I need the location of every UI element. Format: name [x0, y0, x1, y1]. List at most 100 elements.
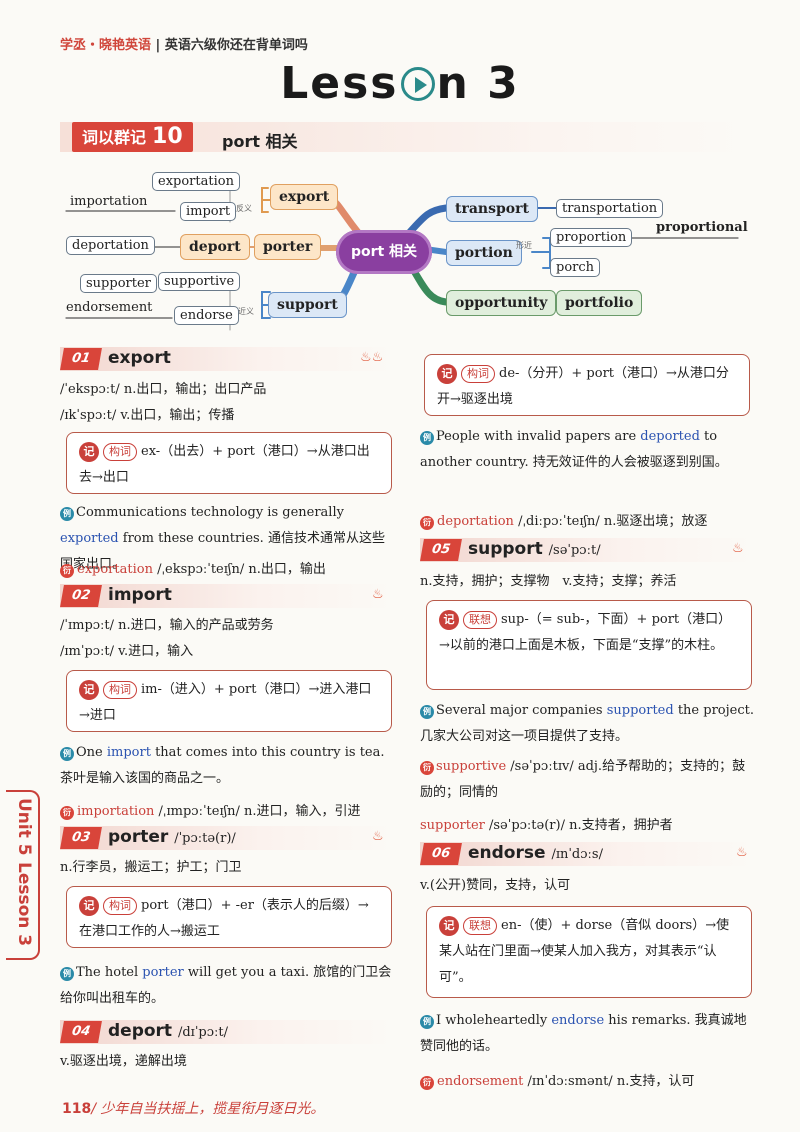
entry-03-box-text: port（港口）+ -er（表示人的后缀）→在港口工作的人→搬运工 [79, 898, 369, 939]
entry-01-ex-b: from these countries. 通信技术通常从这些国家出口。 [60, 531, 385, 572]
memory-icon: 记 [79, 680, 99, 700]
flame-icon: ♨ [736, 845, 748, 860]
entry-03-ex-a: The hotel [76, 965, 143, 980]
derivative-icon: 衍 [420, 516, 434, 530]
example-icon: 例 [60, 747, 74, 761]
node-portfolio: portfolio [556, 290, 643, 316]
entry-01-ex-a: Communications technology is generally [76, 505, 344, 520]
node-proportional: proportional [656, 220, 748, 235]
node-export: export [270, 184, 339, 210]
entry-02-line2: /ɪmˈpɔːt/ v.进口，输入 [60, 644, 194, 659]
memory-icon: 记 [439, 610, 459, 630]
unit-side-tab[interactable]: Unit 5 Lesson 3 [6, 790, 40, 960]
entry-05-phonetic: /səˈpɔːt/ [548, 543, 601, 558]
derivative-icon: 衍 [60, 564, 74, 578]
entry-03-word: porter /ˈpɔːtə(r)/ [108, 827, 236, 847]
entry-01-line2: /ɪkˈspɔːt/ v.出口，输出；传播 [60, 408, 235, 423]
example-icon: 例 [420, 705, 434, 719]
entry-01-der-rest: /ˌekspɔːˈteɪʃn/ n.出口，输出 [152, 562, 326, 577]
entry-06-line1: v.(公开)赞同，支持，认可 [420, 878, 571, 893]
entry-05-der-rest: /səˈpɔːtɪv/ adj.给予帮助的；支持的；鼓励的；同情的 [420, 759, 746, 800]
flame-icon: ♨ [732, 541, 744, 556]
node-endorse: endorse [174, 306, 239, 325]
entry-06-bar [420, 842, 755, 866]
entry-01-ex-keyword: exported [60, 531, 119, 546]
page-number: 118 [62, 1101, 92, 1117]
node-porter: porter [254, 234, 322, 260]
header-brand: 学丞・晓艳英语 [60, 38, 152, 53]
box-tag: 构词 [103, 681, 137, 699]
entry-02-number: 02 [60, 585, 102, 607]
entry-03-line1: n.行李员，搬运工；护工；门卫 [60, 860, 242, 875]
entry-06-ex-keyword: endorse [551, 1013, 605, 1028]
entry-03-ex-b: will get you a taxi. 旅馆的门卫会给你叫出租车的。 [60, 965, 392, 1006]
entry-01-box-text: ex-（出去）+ port（港口）→从港口出去→出口 [79, 444, 370, 485]
entry-04-line1: v.驱逐出境，递解出境 [60, 1054, 187, 1069]
entry-06-phonetic: /ɪnˈdɔːs/ [551, 847, 603, 862]
entry-01-line1: /ˈekspɔːt/ n.出口，输出；出口产品 [60, 382, 267, 397]
antonym-label: 反义 [236, 204, 252, 213]
play-icon[interactable] [400, 67, 435, 101]
entry-02-line1: /ˈɪmpɔːt/ n.进口，输入的产品或劳务 [60, 618, 274, 633]
entry-04-ex-a: People with invalid papers are [436, 429, 641, 444]
node-porch: porch [550, 258, 601, 277]
derivative-icon: 衍 [420, 761, 434, 775]
entry-05-derivative-2: supporter /səˈpɔːtə(r)/ n.支持者，拥护者 [420, 814, 673, 833]
example-icon: 例 [60, 967, 74, 981]
node-transport: transport [446, 196, 538, 222]
node-opportunity: opportunity [446, 290, 557, 316]
entry-05-bar [420, 538, 755, 562]
node-exportation: exportation [152, 172, 240, 191]
entry-05-der2-rest: /səˈpɔːtə(r)/ n.支持者，拥护者 [484, 818, 673, 833]
box-tag: 联想 [463, 611, 497, 629]
node-proportion: proportion [550, 228, 633, 247]
side-tab-unit: Unit 5 [14, 798, 34, 856]
entry-04-number: 04 [60, 1021, 102, 1043]
entry-02-bar [60, 584, 395, 608]
entry-01-number: 01 [60, 348, 102, 370]
entry-03-number: 03 [60, 827, 102, 849]
entry-03-ex-keyword: porter [142, 965, 184, 980]
memory-icon: 记 [439, 916, 459, 936]
entry-04-phonetic: /dɪˈpɔːt/ [177, 1025, 229, 1040]
entry-03-headword: porter [108, 827, 169, 847]
node-supportive: supportive [158, 272, 241, 291]
box-tag: 联想 [463, 917, 497, 935]
entry-01-der-word: exportation [77, 562, 153, 577]
node-portion: portion [446, 240, 522, 266]
formshort-label: 形近 [516, 241, 532, 250]
group-number: 10 [152, 124, 183, 149]
example-icon: 例 [420, 431, 434, 445]
group-tag-label: 词以群记 [82, 128, 147, 147]
mindmap-center: port 相关 [336, 230, 432, 274]
derivative-icon: 衍 [60, 806, 74, 820]
side-tab-lesson: Lesson 3 [14, 862, 34, 947]
derivative-icon: 衍 [420, 1076, 434, 1090]
entry-02-word: import [108, 585, 172, 605]
entry-04-der-word: deportation [437, 514, 514, 529]
entry-02-ex-a: One [76, 745, 107, 760]
node-import: import [180, 202, 237, 221]
entry-04-ex-b: to another country. 持无效证件的人会被驱逐到别国。 [420, 429, 728, 470]
entry-05-box-text: sup-（= sub-，下面）+ port（港口）→以前的港口上面是木板，下面是… [439, 612, 732, 653]
example-icon: 例 [60, 507, 74, 521]
memory-icon: 记 [437, 364, 457, 384]
entry-04-der-rest: /ˌdiːpɔːˈteɪʃn/ n.驱逐出境；放逐 [513, 514, 708, 529]
header-subtitle: 英语六级你还在背单词吗 [164, 38, 308, 53]
node-importation: importation [70, 194, 148, 209]
lesson-title-left: Less [280, 58, 399, 109]
entry-03-bar [60, 826, 395, 850]
entry-01-word: export [108, 348, 171, 368]
flame-icon: ♨♨ [360, 350, 384, 365]
